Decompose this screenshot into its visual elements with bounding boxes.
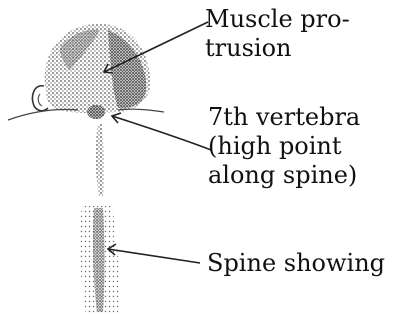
head-shape xyxy=(45,24,150,113)
label-spine-showing: Spine showing xyxy=(207,249,385,278)
spine-upper xyxy=(96,124,104,196)
label-7th-vertebra: 7th vertebra (high point along spine) xyxy=(208,103,360,190)
vertebra-bump xyxy=(87,105,105,119)
leader-spine xyxy=(108,244,200,263)
leader-vertebra xyxy=(112,113,211,150)
label-muscle-protrusion: Muscle pro- trusion xyxy=(205,5,350,63)
